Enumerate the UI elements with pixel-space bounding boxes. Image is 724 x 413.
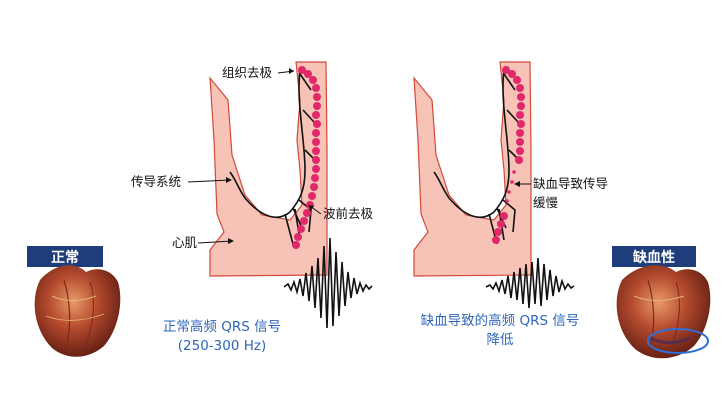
qrs-waveform-ischemic <box>485 257 575 309</box>
normal-panel: 组织去极 传导系统 波前去极 心肌 正常高频 QRS 信号 (250-300 H… <box>131 61 374 354</box>
arrow-conduction <box>187 179 231 183</box>
caption-ischemic-line1: 缺血导致的高频 QRS 信号 <box>421 312 580 329</box>
badge-normal-label: 正常 <box>51 249 79 266</box>
arrowhead-depolarization <box>289 68 294 74</box>
ischemic-heart-group: 缺血性 <box>612 246 711 359</box>
qrs-waveform-normal <box>283 237 373 329</box>
ischemia-region-ring <box>647 328 709 354</box>
tissue-section-normal <box>209 61 328 277</box>
tissue-section-ischemic <box>413 61 532 277</box>
label-ischemic-slowing-line2: 缓慢 <box>533 195 559 210</box>
label-conduction-system: 传导系统 <box>131 174 181 189</box>
label-wavefront-depolarization: 波前去极 <box>323 206 374 221</box>
label-ischemic-slowing-line1: 缺血导致传导 <box>533 176 608 191</box>
arrowhead-myocardium <box>228 238 234 244</box>
heart-ischemic-icon <box>616 265 711 359</box>
caption-normal-line1: 正常高频 QRS 信号 <box>163 318 281 335</box>
depolarization-dots-normal <box>292 66 321 249</box>
arrowhead-wavefront <box>308 205 314 210</box>
badge-normal <box>27 246 103 267</box>
heart-normal-icon <box>34 265 121 357</box>
depolarization-dots-ischemic <box>492 66 525 244</box>
caption-normal-line2: (250-300 Hz) <box>178 338 266 354</box>
arrowhead-ischemic-slowing <box>514 181 520 187</box>
ischemic-panel: 缺血导致传导 缓慢 缺血导致的高频 QRS 信号 降低 <box>413 61 608 348</box>
normal-heart-group: 正常 <box>27 246 121 357</box>
label-tissue-depolarization: 组织去极 <box>222 65 273 80</box>
arrowhead-conduction <box>226 177 232 183</box>
badge-ischemic-label: 缺血性 <box>633 249 675 266</box>
label-myocardium: 心肌 <box>172 235 198 250</box>
badge-ischemic <box>612 246 696 267</box>
caption-ischemic-line2: 降低 <box>487 332 515 348</box>
arrow-myocardium <box>197 240 233 244</box>
